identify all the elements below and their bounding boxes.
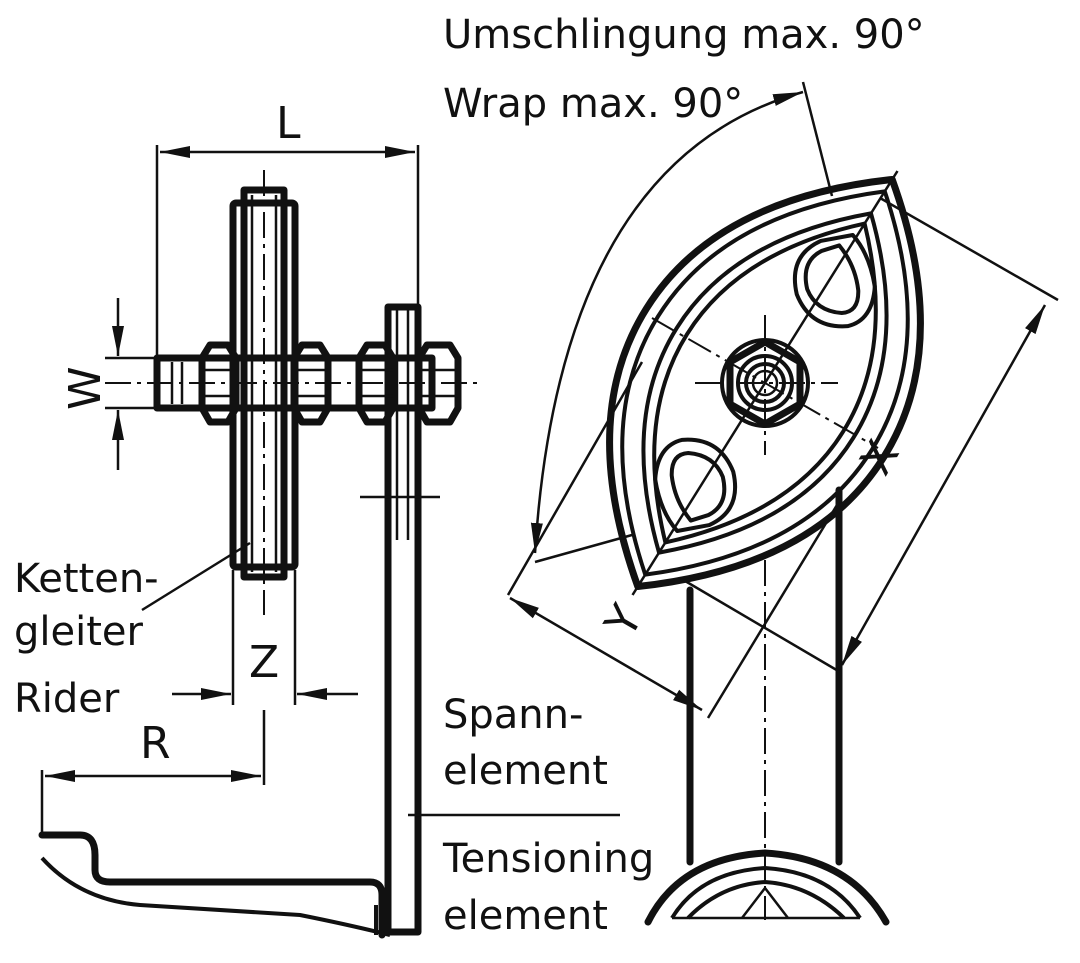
hex-nut-4 [415, 341, 462, 426]
base-part-wavy-edge [40, 856, 391, 937]
label-tension-en-1: Tensioning [442, 836, 654, 882]
label-tension-de-2: element [443, 748, 608, 794]
label-rider-de-2: gleiter [14, 609, 144, 655]
label-dim-W: W [60, 366, 111, 410]
rider-front-view [506, 81, 1059, 926]
label-dim-Y: Y [595, 597, 653, 647]
bottom-mount [644, 849, 890, 926]
label-tension-de-1: Spann- [443, 692, 583, 738]
label-tension-en-2: element [443, 893, 608, 939]
label-rider-de-1: Ketten- [14, 556, 159, 602]
label-dim-R: R [140, 718, 171, 769]
wrap-angle-arc [530, 90, 804, 554]
label-wrap-en: Wrap max. 90° [443, 81, 743, 127]
tensioning-bar [384, 303, 422, 936]
hex-nut-3 [355, 341, 397, 426]
label-dim-L: L [276, 98, 301, 149]
label-rider-en: Rider [14, 676, 120, 722]
label-wrap-de: Umschlingung max. 90° [443, 12, 925, 58]
rider-side-view [38, 145, 620, 939]
base-part [38, 831, 386, 939]
label-dim-Z: Z [249, 637, 279, 688]
